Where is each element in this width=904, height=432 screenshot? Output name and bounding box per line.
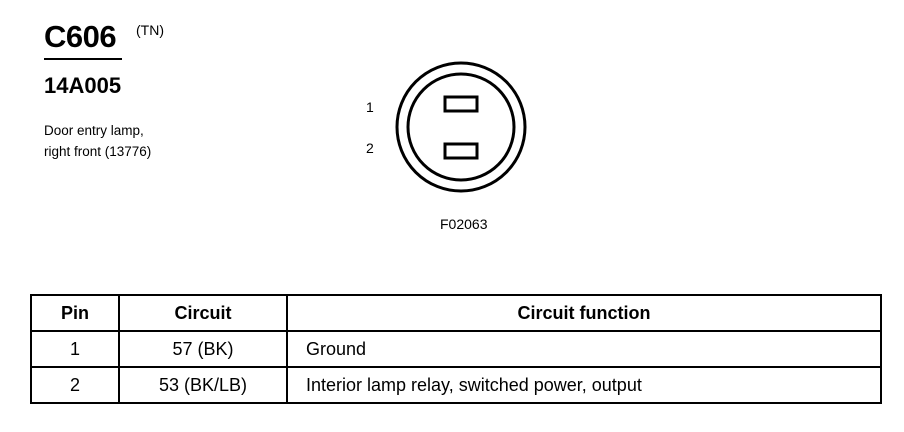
- pinout-table: Pin Circuit Circuit function 1 57 (BK) G…: [30, 294, 882, 404]
- column-header-circuit: Circuit: [118, 294, 288, 332]
- part-number: 14A005: [44, 73, 122, 98]
- description-line-2: right front (13776): [44, 144, 152, 159]
- connector-outer-ring: [395, 61, 527, 193]
- title-underline: [44, 58, 122, 60]
- circuit-cell: 53 (BK/LB): [118, 366, 288, 404]
- connector-color: (TN): [136, 22, 164, 38]
- pin-cell: 1: [30, 330, 120, 368]
- connector-id: C606: [44, 19, 117, 54]
- pin-cell: 2: [30, 366, 120, 404]
- circuit-function-cell: Interior lamp relay, switched power, out…: [286, 366, 882, 404]
- column-header-pin: Pin: [30, 294, 120, 332]
- pin-label-2: 2: [366, 140, 374, 156]
- pin-1-terminal: [443, 95, 479, 113]
- description-line-1: Door entry lamp,: [44, 123, 144, 138]
- table-row: 1 57 (BK) Ground: [30, 330, 882, 368]
- column-header-circuit-function: Circuit function: [286, 294, 882, 332]
- pin-2-terminal: [443, 142, 479, 160]
- connector-inner-ring: [406, 72, 516, 182]
- circuit-function-cell: Ground: [286, 330, 882, 368]
- circuit-cell: 57 (BK): [118, 330, 288, 368]
- connector-face-diagram: [395, 61, 527, 193]
- table-header-row: Pin Circuit Circuit function: [30, 294, 882, 332]
- table-row: 2 53 (BK/LB) Interior lamp relay, switch…: [30, 366, 882, 404]
- pin-label-1: 1: [366, 99, 374, 115]
- figure-code: F02063: [440, 216, 488, 232]
- connector-description: Door entry lamp, right front (13776): [44, 120, 151, 162]
